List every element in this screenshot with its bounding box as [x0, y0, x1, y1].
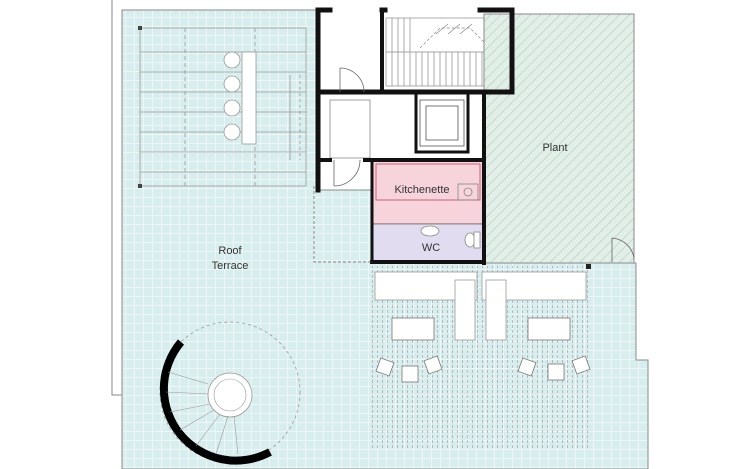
dining-set-left — [375, 317, 443, 383]
roof-terrace-label-line1: Roof — [218, 245, 242, 257]
kitchenette-room — [371, 159, 485, 225]
wc-label: WC — [422, 242, 440, 254]
plant-label: Plant — [542, 142, 567, 154]
wc-room — [371, 223, 485, 263]
spiral-stair — [159, 321, 301, 465]
sun-loungers — [374, 271, 587, 341]
lift-shaft — [419, 99, 465, 147]
plant-area — [483, 13, 635, 264]
door-swings — [313, 67, 635, 263]
deck-area — [370, 264, 592, 448]
dining-set-right — [517, 317, 591, 381]
kitchenette-label: Kitchenette — [394, 184, 449, 196]
pergola-structure — [138, 26, 307, 188]
walls — [315, 7, 515, 265]
roof-terrace-label-line2: Terrace — [212, 260, 249, 272]
pergola-seating — [223, 51, 257, 145]
